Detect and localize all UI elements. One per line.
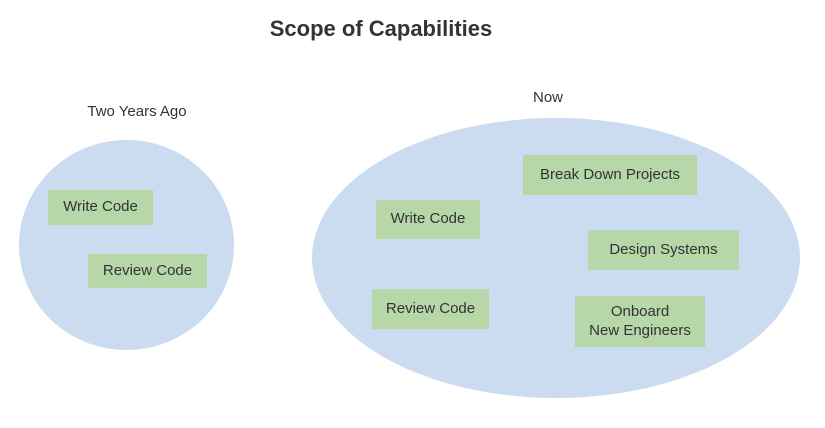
capability-box-onboard-new-engineers: Onboard New Engineers [575,296,705,347]
two-years-ago-ellipse [19,140,234,350]
group-label-two-years-ago: Two Years Ago [87,103,187,120]
page-title: Scope of Capabilities [269,16,493,41]
capability-box-write-code-now: Write Code [376,200,480,239]
capability-box-review-code-now: Review Code [372,289,489,329]
capability-box-review-code-past: Review Code [88,254,207,288]
capability-box-write-code-past: Write Code [48,190,153,225]
group-label-now: Now [532,89,564,106]
capability-box-design-systems: Design Systems [588,230,739,270]
capability-box-break-down-projects: Break Down Projects [523,155,697,195]
